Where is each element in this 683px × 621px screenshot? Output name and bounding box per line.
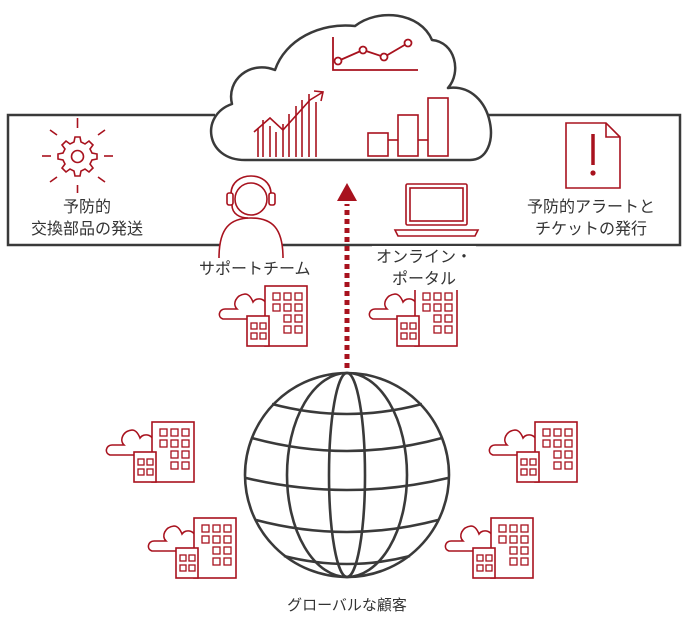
online-portal-label: オンライン・ ポータル xyxy=(372,246,476,290)
building-icon xyxy=(218,285,308,347)
building-icon xyxy=(105,421,195,483)
laptop-icon xyxy=(393,183,480,237)
upload-arrow xyxy=(337,183,357,368)
online-portal-line1: オンライン・ xyxy=(375,247,472,266)
alert-document-icon xyxy=(565,122,621,189)
preventive-parts-line1: 予防的 xyxy=(62,197,111,216)
preventive-parts-label: 予防的 交換部品の発送 xyxy=(30,196,144,240)
gear-icon xyxy=(42,118,113,193)
online-portal-line2: ポータル xyxy=(391,269,456,288)
building-icon xyxy=(444,517,534,579)
building-icon xyxy=(368,285,458,347)
alert-ticket-line1: 予防的アラートと xyxy=(526,197,655,216)
cloud-icon xyxy=(209,13,493,162)
global-customers-label: グローバルな顧客 xyxy=(287,596,407,614)
building-icon xyxy=(147,517,237,579)
support-team-label: サポートチーム xyxy=(196,258,314,280)
headset-person-icon xyxy=(218,175,284,259)
line-chart-icon xyxy=(332,37,418,71)
preventive-parts-line2: 交換部品の発送 xyxy=(30,219,143,238)
network-frame-line xyxy=(6,113,682,247)
bar-chart-icon xyxy=(367,97,449,157)
building-icon xyxy=(488,421,578,483)
alert-ticket-label: 予防的アラートと チケットの発行 xyxy=(516,196,666,240)
globe-icon xyxy=(243,371,451,579)
alert-ticket-line2: チケットの発行 xyxy=(534,219,647,238)
trend-bars-icon xyxy=(253,90,324,157)
